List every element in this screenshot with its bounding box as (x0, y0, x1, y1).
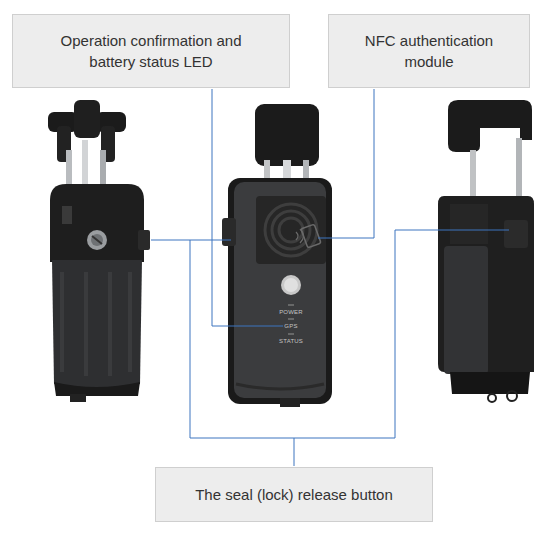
right-device (438, 100, 534, 402)
leader-lines (151, 89, 509, 466)
callout-text: The seal (lock) release button (195, 484, 393, 505)
left-device (48, 100, 150, 402)
callout-text: Operation confirmation and battery statu… (41, 30, 261, 72)
led-label: GPS (284, 323, 297, 330)
led-label: STATUS (279, 338, 303, 345)
callout-box: Operation confirmation and battery statu… (12, 14, 290, 88)
callout-text: NFC authentication module (355, 30, 503, 72)
callout-box: NFC authentication module (328, 14, 530, 88)
callout-box: The seal (lock) release button (155, 467, 433, 522)
center-device (222, 104, 332, 407)
led-label: POWER (279, 309, 303, 316)
